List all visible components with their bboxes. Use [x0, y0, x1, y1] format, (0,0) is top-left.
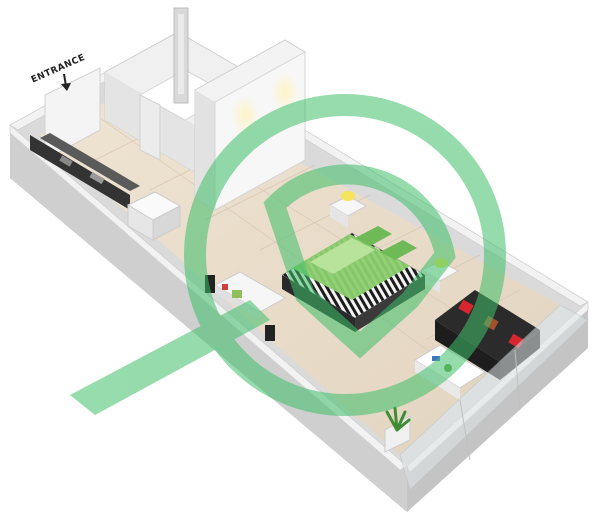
- kitchen-counter: [30, 133, 140, 210]
- location-pin-icon: [70, 94, 506, 416]
- balcony-glass: [399, 304, 589, 491]
- arrow-down-icon: [61, 73, 71, 91]
- refrigerator: [126, 191, 182, 241]
- plant: [384, 406, 411, 453]
- nightstand-left: [328, 191, 368, 228]
